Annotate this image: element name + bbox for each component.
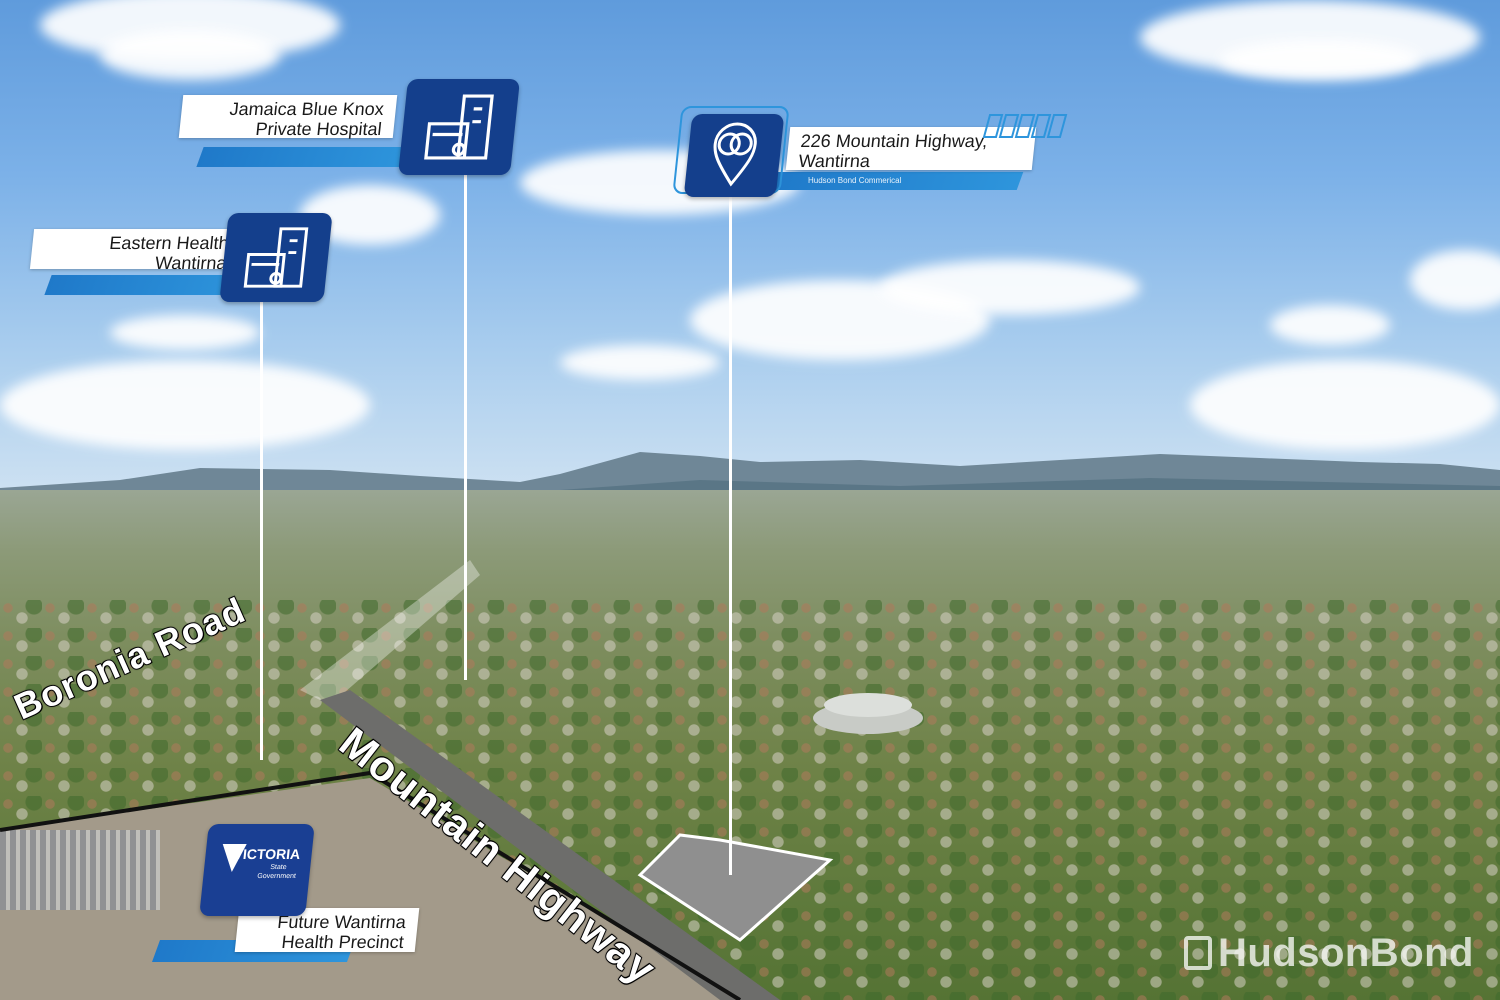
hospital-building-icon (243, 227, 309, 288)
label-line: Wantirna (154, 253, 228, 273)
cloud (880, 260, 1140, 315)
logo-sub: State (269, 864, 287, 871)
cloud (0, 360, 370, 450)
hospital-tile (397, 79, 521, 175)
decorative-stripes (982, 114, 1068, 138)
cloud (100, 30, 280, 80)
jamaica-blue-label: Jamaica Blue Knox Private Hospital (178, 95, 398, 139)
label-line: Eastern Health (108, 233, 230, 253)
eastern-health-label: Eastern Health Wantirna (29, 229, 243, 273)
label-line: Jamaica Blue Knox (228, 99, 385, 119)
victoria-government-logo: VICTORIA State Government (199, 824, 315, 916)
label-line: Private Hospital (254, 119, 383, 139)
logo-sub: Government (256, 873, 297, 880)
watermark-text: HudsonBond (1217, 931, 1474, 975)
cloud (1410, 250, 1500, 310)
marker-line (260, 300, 263, 760)
hudsonbond-watermark: HudsonBond (1183, 931, 1474, 976)
cloud (1190, 360, 1500, 450)
marker-line (729, 195, 732, 875)
hospital-building-icon (424, 94, 494, 160)
car-park (0, 830, 160, 910)
cloud (1220, 40, 1420, 80)
logo-word: VICTORIA (232, 846, 302, 862)
hudsonbond-logo-icon (1183, 936, 1212, 970)
location-pin-icon (713, 122, 757, 187)
property-sub-label: Hudson Bond Commerical (808, 176, 902, 185)
cloud (1270, 305, 1390, 345)
marker-line (464, 175, 467, 680)
cloud (560, 345, 720, 380)
victoria-triangle-icon (222, 844, 247, 872)
location-tile (683, 114, 785, 197)
label-stripe (196, 147, 412, 167)
cloud (110, 315, 260, 350)
label-line: Wantirna (797, 151, 872, 171)
hospital-tile (219, 213, 333, 302)
label-line: Health Precinct (280, 932, 405, 952)
